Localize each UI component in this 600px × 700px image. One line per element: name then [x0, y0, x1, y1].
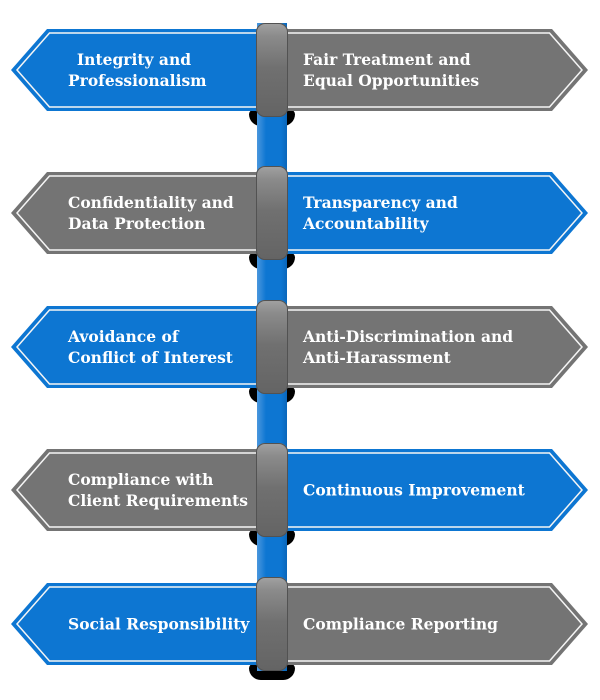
- right-arrow-label: Compliance Reporting: [303, 614, 498, 634]
- spine-connector: [256, 577, 288, 671]
- left-arrow-shape: [11, 449, 272, 531]
- arrow-shapes: [11, 306, 588, 388]
- left-arrow-label: Confidentiality and Data Protection: [68, 193, 234, 233]
- spine-connector: [256, 166, 288, 260]
- arrow-row-5: Social Responsibility Compliance Reporti…: [0, 582, 600, 666]
- right-arrow-label: Fair Treatment and Equal Opportunities: [303, 50, 480, 90]
- right-arrow-label: Anti-Discrimination and Anti-Harassment: [303, 327, 514, 367]
- left-arrow-shape: [11, 306, 272, 388]
- arrow-row-4: Compliance with Client Requirements Cont…: [0, 448, 600, 532]
- spine-connector: [256, 443, 288, 537]
- arrow-shapes: [11, 29, 588, 111]
- right-arrow-shape: [272, 172, 588, 254]
- right-arrow-shape: [272, 29, 588, 111]
- arrow-row-1: Integrity and Professionalism Fair Treat…: [0, 28, 600, 112]
- right-arrow-label: Transparency and Accountability: [303, 193, 458, 233]
- spine-connector: [256, 300, 288, 394]
- spine-connector: [256, 23, 288, 117]
- left-arrow-shape: [11, 29, 272, 111]
- right-arrow-shape: [272, 583, 588, 665]
- left-arrow-label: Avoidance of Conflict of Interest: [68, 327, 233, 367]
- arrow-row-2: Confidentiality and Data Protection Tran…: [0, 171, 600, 255]
- right-arrow-shape: [272, 449, 588, 531]
- left-arrow-label: Integrity and Professionalism: [68, 50, 207, 90]
- left-arrow-shape: [11, 583, 272, 665]
- left-arrow-label: Social Responsibility: [68, 614, 250, 634]
- arrow-row-3: Avoidance of Conflict of Interest Anti-D…: [0, 305, 600, 389]
- left-arrow-shape: [11, 172, 272, 254]
- right-arrow-shape: [272, 306, 588, 388]
- arrow-shapes: [11, 449, 588, 531]
- left-arrow-label: Compliance with Client Requirements: [68, 470, 248, 510]
- right-arrow-label: Continuous Improvement: [303, 480, 525, 500]
